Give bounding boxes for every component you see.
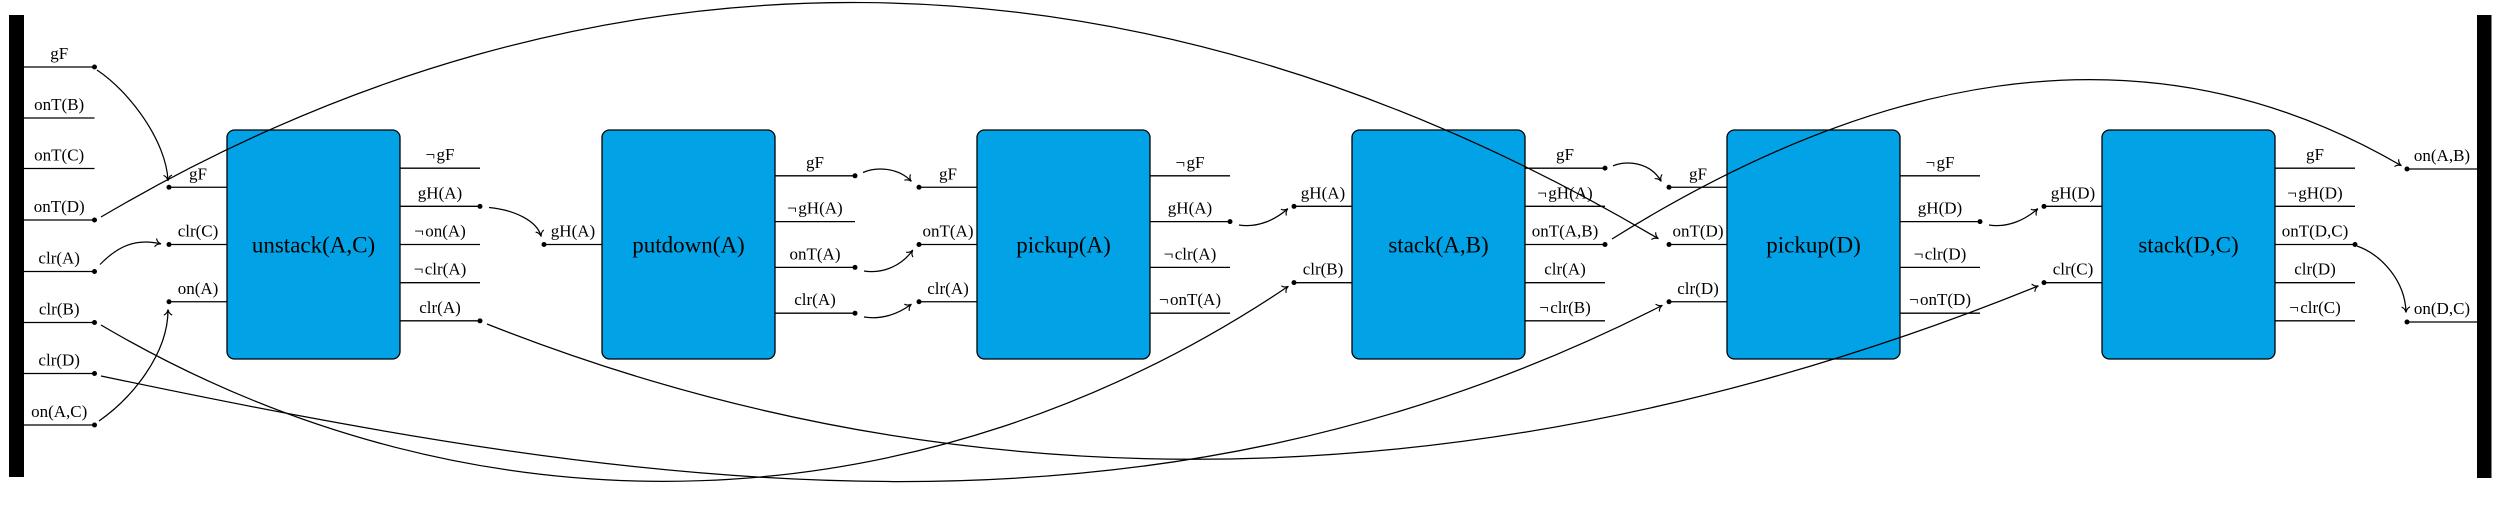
svg-text:clr(D): clr(D): [1677, 279, 1719, 298]
svg-text:onT(A): onT(A): [790, 244, 841, 263]
svg-text:pickup(D): pickup(D): [1766, 233, 1861, 258]
svg-text:clr(C): clr(C): [178, 222, 219, 241]
svg-text:on(A,B): on(A,B): [2414, 146, 2470, 165]
svg-text:putdown(A): putdown(A): [632, 233, 744, 258]
svg-text:onT(C): onT(C): [34, 146, 84, 165]
svg-text:gF: gF: [806, 153, 824, 172]
svg-text:¬ onT(D): ¬ onT(D): [1909, 290, 1971, 309]
svg-text:clr(A): clr(A): [794, 290, 836, 309]
svg-text:unstack(A,C): unstack(A,C): [252, 233, 375, 258]
svg-text:gH(A): gH(A): [1301, 183, 1345, 202]
svg-text:clr(B): clr(B): [1303, 260, 1344, 279]
svg-text:¬ gF: ¬ gF: [1176, 153, 1205, 172]
svg-text:gF: gF: [939, 164, 957, 183]
svg-text:gF: gF: [1556, 145, 1574, 164]
svg-text:¬ clr(A): ¬ clr(A): [1164, 244, 1217, 263]
svg-text:clr(A): clr(A): [38, 249, 80, 268]
svg-text:¬ gH(A): ¬ gH(A): [787, 199, 842, 218]
svg-text:¬ clr(B): ¬ clr(B): [1539, 298, 1591, 317]
svg-text:¬ gF: ¬ gF: [1926, 153, 1955, 172]
svg-text:on(D,C): on(D,C): [2414, 299, 2470, 318]
svg-text:stack(A,B): stack(A,B): [1388, 233, 1488, 258]
svg-text:onT(D): onT(D): [1673, 222, 1724, 241]
svg-text:onT(D,C): onT(D,C): [2282, 222, 2349, 241]
svg-text:¬ gF: ¬ gF: [426, 145, 455, 164]
svg-text:gH(A): gH(A): [418, 183, 462, 202]
svg-text:gF: gF: [2306, 145, 2324, 164]
svg-text:¬ clr(C): ¬ clr(C): [2289, 298, 2341, 317]
svg-text:stack(D,C): stack(D,C): [2138, 233, 2238, 258]
svg-text:on(A): on(A): [178, 279, 219, 298]
svg-text:clr(C): clr(C): [2053, 260, 2094, 279]
svg-text:pickup(A): pickup(A): [1016, 233, 1111, 258]
svg-text:clr(B): clr(B): [39, 300, 80, 319]
svg-text:gH(D): gH(D): [1918, 199, 1962, 218]
svg-text:onT(B): onT(B): [34, 95, 84, 114]
svg-text:on(A,C): on(A,C): [31, 402, 87, 421]
svg-text:clr(A): clr(A): [1544, 260, 1586, 279]
svg-text:¬ clr(D): ¬ clr(D): [1914, 244, 1967, 263]
svg-text:¬ onT(A): ¬ onT(A): [1159, 290, 1221, 309]
svg-text:¬ on(A): ¬ on(A): [414, 222, 466, 241]
svg-text:¬ gH(D): ¬ gH(D): [2287, 183, 2342, 202]
svg-text:gH(D): gH(D): [2051, 183, 2095, 202]
svg-text:clr(A): clr(A): [927, 279, 969, 298]
svg-text:¬ gH(A): ¬ gH(A): [1537, 183, 1592, 202]
svg-text:gF: gF: [50, 44, 68, 63]
svg-text:¬ clr(A): ¬ clr(A): [414, 260, 467, 279]
svg-text:clr(D): clr(D): [38, 351, 80, 370]
svg-text:gF: gF: [1689, 164, 1707, 183]
svg-text:onT(D): onT(D): [34, 197, 85, 216]
svg-text:gH(A): gH(A): [1168, 199, 1212, 218]
svg-text:onT(A): onT(A): [923, 222, 974, 241]
svg-text:onT(A,B): onT(A,B): [1532, 222, 1599, 241]
svg-text:clr(A): clr(A): [419, 298, 461, 317]
svg-text:gF: gF: [189, 164, 207, 183]
svg-text:clr(D): clr(D): [2294, 260, 2336, 279]
svg-text:gH(A): gH(A): [551, 222, 595, 241]
